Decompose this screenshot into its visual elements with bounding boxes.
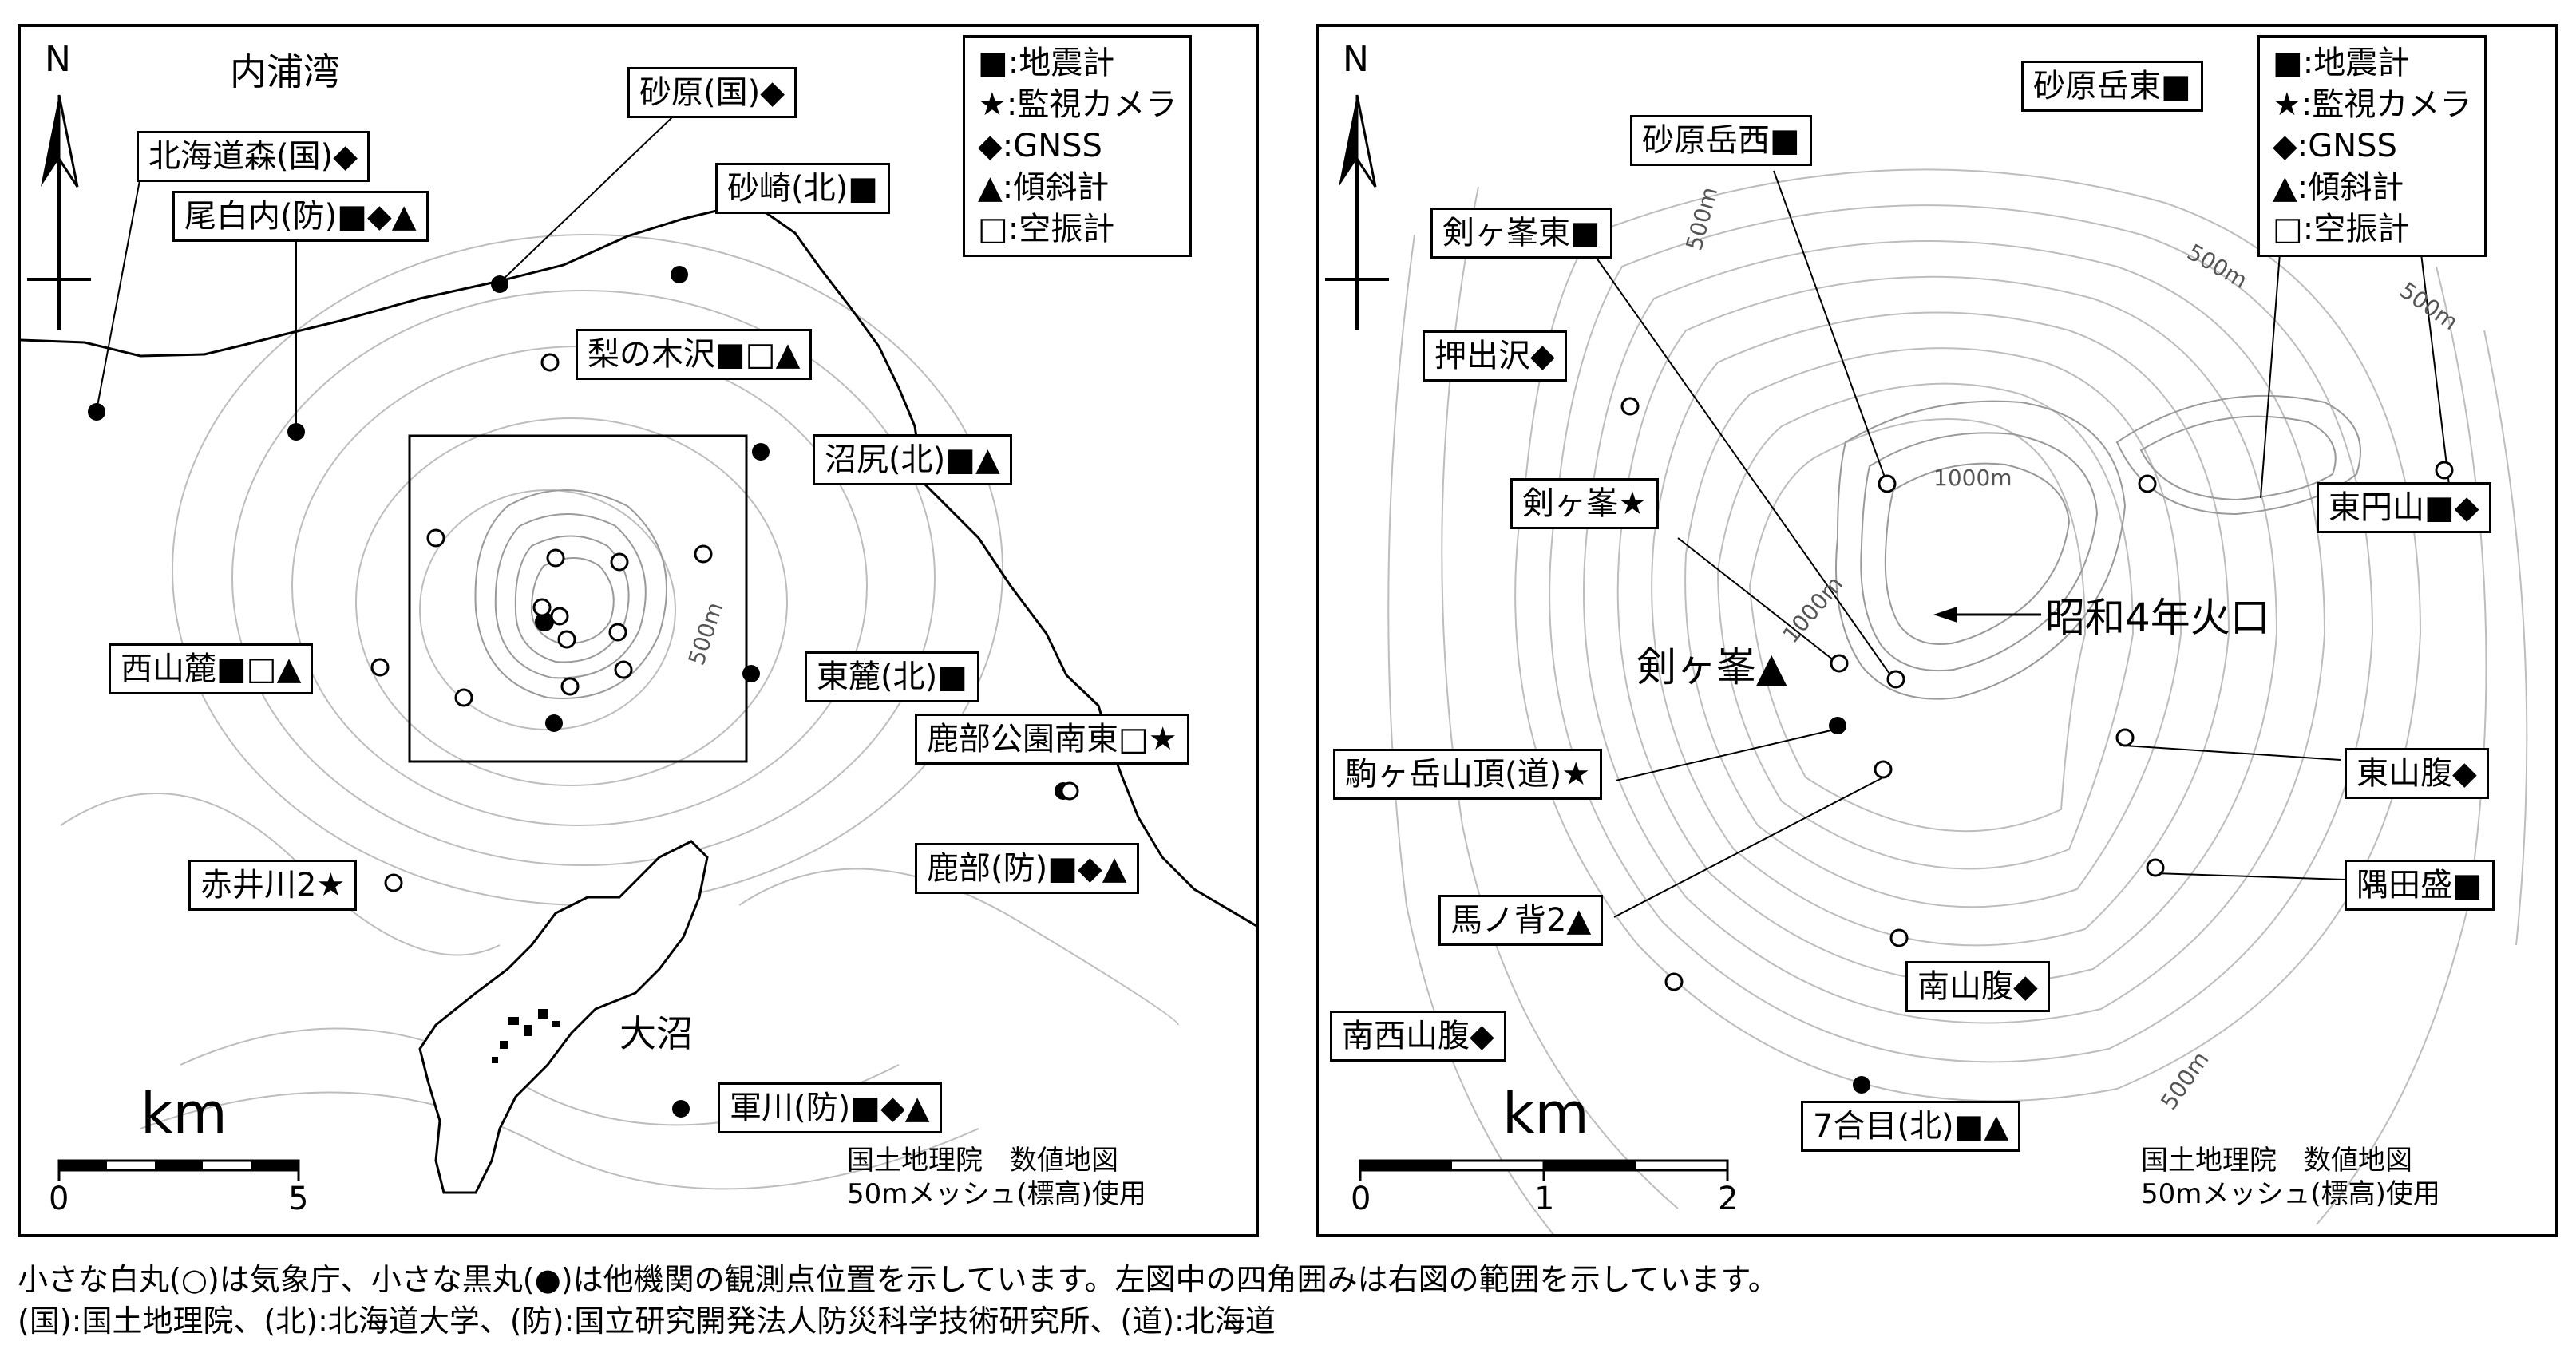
- station-nashinokisawa[interactable]: 梨の木沢■□▲: [576, 329, 813, 380]
- right-summit-contours: [1835, 394, 2361, 700]
- bay-label: 内浦湾: [230, 50, 340, 93]
- left-scale-tick-0: 0: [49, 1181, 69, 1217]
- crater-label: 昭和4年火口: [2045, 595, 2270, 641]
- caption-line-1: 小さな白丸(○)は気象庁、小さな黒丸(●)は他機関の観測点位置を示しています。左…: [18, 1262, 1779, 1297]
- left-coastline: [21, 208, 1256, 928]
- left-legend-row-camera: ★:監視カメラ: [978, 86, 1177, 123]
- lake-islands: [492, 1009, 560, 1063]
- left-scale-tick-5: 5: [288, 1181, 309, 1217]
- station-nishisanroku[interactable]: 西山麓■□▲: [109, 643, 314, 694]
- left-credit-line2: 50mメッシュ(標高)使用: [847, 1178, 1146, 1210]
- right-legend-row-seismometer: ■:地震計: [2273, 45, 2410, 81]
- right-legend-row-tiltmeter: ▲:傾斜計: [2273, 169, 2404, 206]
- left-scale-unit: km: [140, 1081, 228, 1146]
- station-higashi-maruyama[interactable]: 東円山■◆: [2317, 482, 2491, 533]
- station-nanagome-hu[interactable]: 7合目(北)■▲: [1801, 1101, 2021, 1152]
- station-sawaradake-east[interactable]: 砂原岳東■: [2021, 61, 2203, 112]
- left-other-agency-dots: [88, 266, 1072, 1118]
- station-higashiroku-hu[interactable]: 東麓(北)■: [805, 651, 980, 702]
- station-kengamine-east[interactable]: 剣ヶ峯東■: [1430, 208, 1612, 259]
- left-leader-lines: [96, 98, 692, 430]
- left-legend: ■:地震計 ★:監視カメラ ◆:GNSS ▲:傾斜計 □:空振計: [963, 35, 1193, 257]
- station-oshidashizawa[interactable]: 押出沢◆: [1423, 330, 1567, 382]
- right-scale-tick-1: 1: [1534, 1181, 1555, 1217]
- station-hokkaido-mori-gsi[interactable]: 北海道森(国)◆: [137, 131, 370, 182]
- right-legend-row-gnss: ◆:GNSS: [2273, 128, 2397, 164]
- inset-area-box: [408, 434, 748, 763]
- peak-label: 剣ヶ峯▲: [1636, 644, 1787, 690]
- left-summit-contours: [474, 489, 667, 699]
- right-north-label: N: [1343, 39, 1369, 80]
- station-komagatake-summit[interactable]: 駒ヶ岳山頂(道)★: [1333, 749, 1603, 800]
- station-oshirauchi-nied[interactable]: 尾白内(防)■◆▲: [172, 191, 429, 242]
- right-legend-row-camera: ★:監視カメラ: [2273, 86, 2472, 123]
- station-umanose-2[interactable]: 馬ノ背2▲: [1438, 895, 1604, 946]
- right-credit-line2: 50mメッシュ(標高)使用: [2141, 1178, 2440, 1210]
- right-map-graphics: [1325, 94, 2528, 1234]
- left-credit-line1: 国土地理院 数値地図: [847, 1145, 1118, 1177]
- right-scale-tick-0: 0: [1351, 1181, 1371, 1217]
- station-shikabe-nied[interactable]: 鹿部(防)■◆▲: [915, 843, 1139, 894]
- station-southwest-flank[interactable]: 南西山腹◆: [1330, 1011, 1506, 1062]
- right-credit-line1: 国土地理院 数値地図: [2141, 1145, 2412, 1177]
- station-ikusagawa-nied[interactable]: 軍川(防)■◆▲: [718, 1082, 942, 1133]
- left-legend-row-gnss: ◆:GNSS: [978, 128, 1102, 164]
- station-shikabe-park-se[interactable]: 鹿部公園南東□★: [915, 714, 1189, 765]
- right-scale-unit: km: [1502, 1081, 1589, 1146]
- left-north-label: N: [45, 39, 71, 80]
- right-contour-label-3: 1000m: [1933, 465, 2012, 491]
- station-sawaradake-west[interactable]: 砂原岳西■: [1630, 115, 1812, 166]
- left-jma-circles: [370, 353, 1079, 892]
- left-map-panel[interactable]: 内浦湾 大沼 N 500m ■:地震計 ★:監視カメラ ◆:GNSS ▲:傾斜計…: [18, 24, 1259, 1237]
- lake-onuma: [418, 840, 709, 1194]
- station-sumitamori[interactable]: 隅田盛■: [2345, 860, 2495, 911]
- left-legend-row-seismometer: ■:地震計: [978, 45, 1115, 81]
- right-map-panel[interactable]: N 500m 500m 1000m 1000m 500m 500m ■:地震計 …: [1316, 24, 2558, 1237]
- station-east-flank[interactable]: 東山腹◆: [2345, 748, 2489, 799]
- lake-label: 大沼: [619, 1012, 693, 1055]
- right-scale-tick-2: 2: [1718, 1181, 1739, 1217]
- station-numajiri-hu[interactable]: 沼尻(北)■▲: [813, 434, 1012, 485]
- station-akaigawa-2[interactable]: 赤井川2★: [188, 860, 358, 911]
- station-kengamine-camera[interactable]: 剣ヶ峯★: [1510, 478, 1659, 529]
- right-contours: [1387, 168, 2528, 1234]
- left-scale-bar: [57, 1159, 300, 1181]
- station-south-flank[interactable]: 南山腹◆: [1905, 961, 2050, 1012]
- right-other-agency-dots: [1829, 717, 1870, 1094]
- left-map-graphics: [21, 94, 1256, 1194]
- right-north-arrow: [1325, 94, 1389, 330]
- right-legend-row-infrasound: □:空振計: [2273, 211, 2410, 247]
- right-jma-circles: [1620, 397, 2454, 991]
- right-scale-bar: [1359, 1159, 1729, 1181]
- right-legend: ■:地震計 ★:監視カメラ ◆:GNSS ▲:傾斜計 □:空振計: [2257, 35, 2487, 257]
- left-legend-row-infrasound: □:空振計: [978, 211, 1115, 247]
- station-sawara-gsi[interactable]: 砂原(国)◆: [627, 67, 797, 118]
- left-legend-row-tiltmeter: ▲:傾斜計: [978, 169, 1110, 206]
- left-north-arrow: [27, 94, 91, 330]
- caption-line-2: (国):国土地理院、(北):北海道大学、(防):国立研究開発法人防災科学技術研究…: [18, 1303, 1276, 1339]
- station-sunasaki-hu[interactable]: 砂崎(北)■: [715, 163, 891, 214]
- crater-arrow: [1933, 607, 2041, 623]
